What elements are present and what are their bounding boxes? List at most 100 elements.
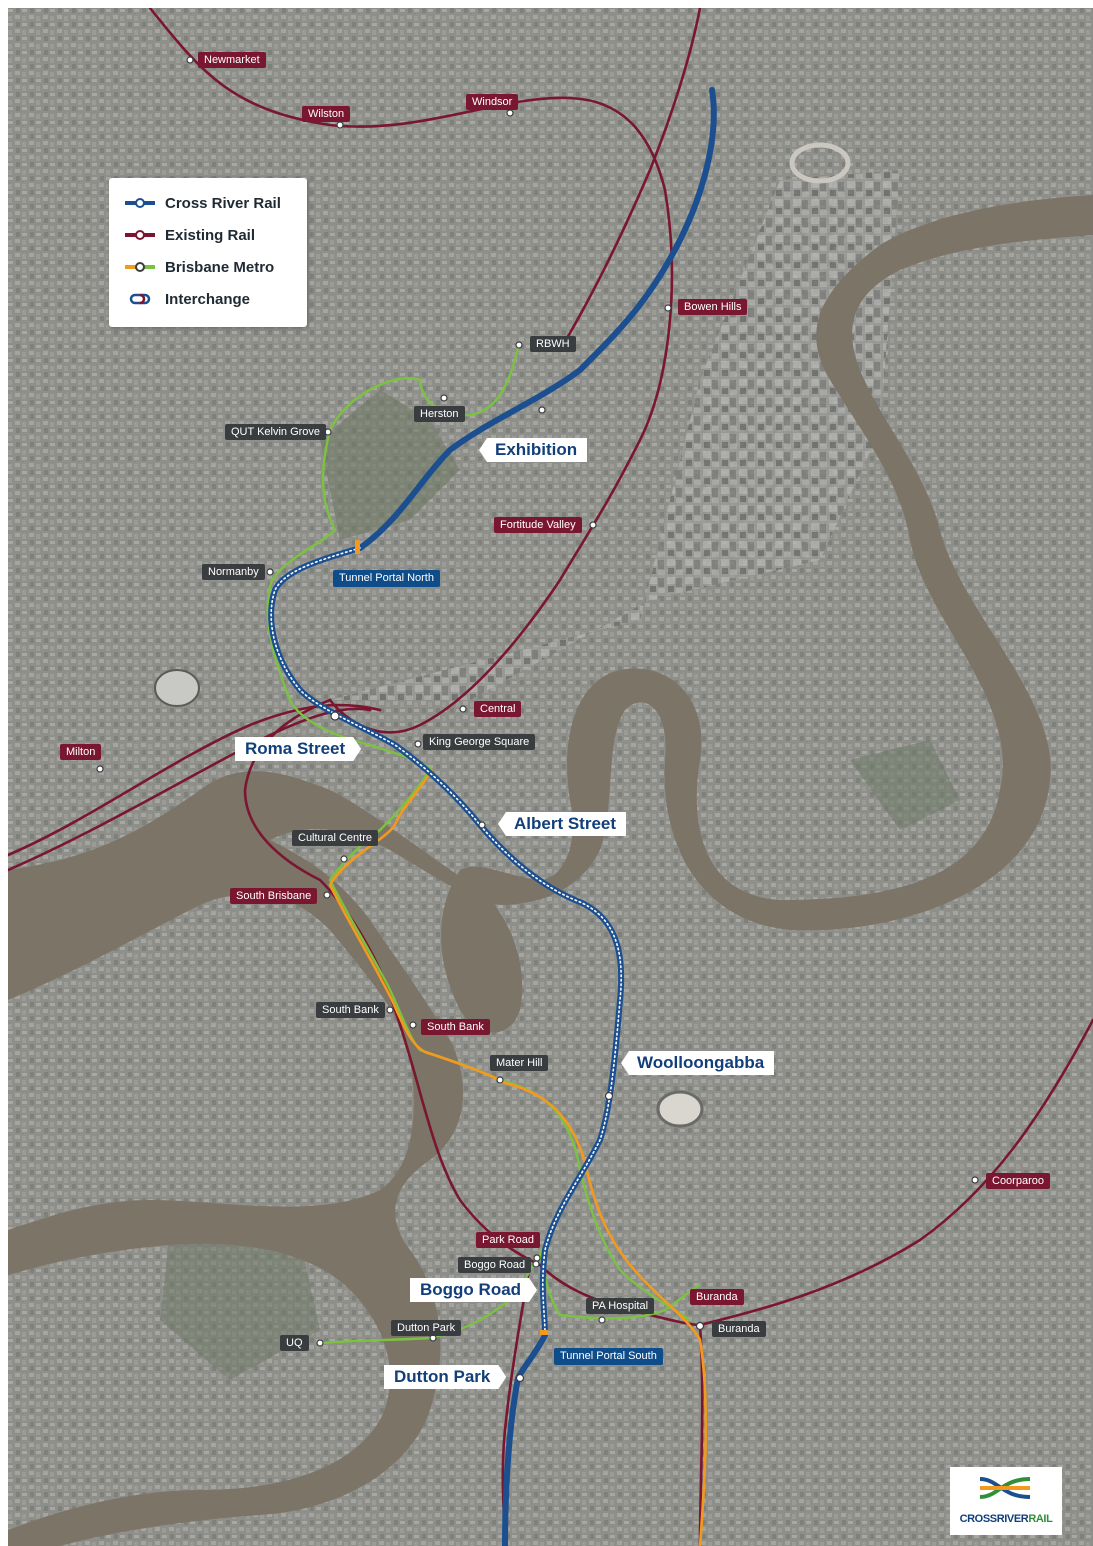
station-label-milton[interactable]: Milton bbox=[60, 744, 102, 760]
tunnel-portal-south-marker bbox=[540, 1330, 548, 1335]
legend-item-cross-river-rail: Cross River Rail bbox=[125, 193, 281, 213]
station-label-boggo-road[interactable]: Boggo Road bbox=[410, 1278, 537, 1302]
station-dot bbox=[96, 765, 104, 773]
station-label-buranda-rail[interactable]: Buranda bbox=[690, 1289, 744, 1305]
station-dot bbox=[409, 1021, 417, 1029]
tunnel-portal-north-marker bbox=[355, 540, 360, 554]
station-dot bbox=[538, 406, 546, 414]
station-dot bbox=[330, 711, 340, 721]
legend-item-existing-rail: Existing Rail bbox=[125, 225, 255, 245]
crr-surface-north bbox=[357, 87, 717, 551]
cross-river-rail-line bbox=[268, 87, 717, 1546]
logo-brand-main: CROSSRIVER bbox=[959, 1513, 1029, 1525]
gabba-stadium bbox=[656, 1090, 704, 1128]
crr-tunnel-dots bbox=[270, 547, 622, 1336]
legend-item-brisbane-metro: Brisbane Metro bbox=[125, 257, 274, 277]
station-label-albert-street[interactable]: Albert Street bbox=[498, 812, 627, 836]
station-label-pa-hospital[interactable]: PA Hospital bbox=[586, 1298, 655, 1314]
existing-rail-line bbox=[8, 703, 382, 857]
station-dot bbox=[316, 1339, 324, 1347]
station-label-south-brisbane[interactable]: South Brisbane bbox=[230, 888, 318, 904]
existing-rail-line bbox=[698, 1018, 1093, 1327]
existing-rail-line bbox=[148, 8, 674, 734]
cross-river-rail-logo: CROSSRIVERRAIL bbox=[950, 1467, 1062, 1535]
aerial-map[interactable] bbox=[8, 8, 1093, 1546]
station-label-newmarket[interactable]: Newmarket bbox=[198, 52, 266, 68]
station-dot bbox=[515, 341, 523, 349]
station-label-roma-street[interactable]: Roma Street bbox=[235, 737, 361, 761]
station-dot bbox=[604, 1091, 614, 1101]
station-label-woolloongabba[interactable]: Woolloongabba bbox=[621, 1051, 775, 1075]
station-label-uq[interactable]: UQ bbox=[280, 1335, 309, 1351]
station-dot bbox=[414, 740, 422, 748]
station-label-rbwh[interactable]: RBWH bbox=[530, 336, 576, 352]
suncorp-stadium bbox=[154, 669, 200, 707]
station-label-king-george-square[interactable]: King George Square bbox=[423, 734, 536, 750]
existing-rail-line bbox=[243, 698, 542, 1267]
legend-label: Existing Rail bbox=[165, 226, 256, 244]
station-label-dutton-park[interactable]: Dutton Park bbox=[384, 1365, 506, 1389]
station-label-herston[interactable]: Herston bbox=[414, 406, 465, 422]
station-dot bbox=[186, 56, 194, 64]
metro-green-line bbox=[538, 1249, 701, 1320]
station-label-wilston[interactable]: Wilston bbox=[302, 106, 351, 122]
tunnel-portal-north-label[interactable]: Tunnel Portal North bbox=[333, 570, 440, 587]
station-label-mater-hill[interactable]: Mater Hill bbox=[490, 1055, 549, 1071]
cbd-area bbox=[330, 170, 900, 700]
logo-brand-suffix: RAIL bbox=[1028, 1513, 1053, 1525]
station-label-coorparoo[interactable]: Coorparoo bbox=[986, 1173, 1050, 1189]
station-label-central[interactable]: Central bbox=[474, 701, 522, 717]
tunnel-portal-south-label[interactable]: Tunnel Portal South bbox=[554, 1348, 663, 1365]
station-dot bbox=[971, 1176, 979, 1184]
map-legend: Cross River Rail Existing Rail Brisbane … bbox=[109, 178, 307, 327]
legend-label: Brisbane Metro bbox=[165, 258, 275, 276]
logo-wordmark: CROSSRIVERRAIL bbox=[950, 1513, 1062, 1525]
station-label-windsor[interactable]: Windsor bbox=[466, 94, 519, 110]
station-label-dutton-park-metro[interactable]: Dutton Park bbox=[391, 1320, 462, 1336]
station-label-buranda-metro[interactable]: Buranda bbox=[712, 1321, 766, 1337]
station-dot bbox=[589, 521, 597, 529]
station-label-boggo-road-metro[interactable]: Boggo Road bbox=[458, 1257, 532, 1273]
brisbane-river bbox=[8, 195, 1093, 1546]
legend-label: Cross River Rail bbox=[165, 194, 281, 212]
station-dot bbox=[340, 855, 348, 863]
parkland bbox=[850, 740, 960, 830]
station-label-qut-kelvin-grove[interactable]: QUT Kelvin Grove bbox=[225, 424, 327, 440]
legend-item-interchange: Interchange bbox=[125, 289, 250, 309]
station-dot bbox=[266, 568, 274, 576]
station-dot bbox=[533, 1254, 541, 1262]
logo-mark-icon bbox=[979, 1477, 1031, 1499]
station-dot bbox=[515, 1373, 525, 1383]
station-dot bbox=[478, 821, 486, 829]
station-dot bbox=[532, 1260, 540, 1268]
station-dot bbox=[386, 1006, 394, 1014]
station-label-park-road[interactable]: Park Road bbox=[476, 1232, 540, 1248]
crr-surface-south bbox=[502, 1332, 548, 1546]
station-label-normanby[interactable]: Normanby bbox=[202, 564, 265, 580]
station-dot bbox=[440, 394, 448, 402]
station-label-south-bank-rail[interactable]: South Bank bbox=[421, 1019, 490, 1035]
station-label-exhibition[interactable]: Exhibition bbox=[479, 438, 588, 462]
station-dot bbox=[506, 109, 514, 117]
station-dot bbox=[459, 705, 467, 713]
station-dot bbox=[496, 1076, 504, 1084]
parkland bbox=[320, 390, 460, 540]
station-dot bbox=[336, 121, 344, 129]
existing-rail-line-icon bbox=[125, 230, 155, 240]
station-label-fortitude-valley[interactable]: Fortitude Valley bbox=[494, 517, 582, 533]
interchange-icon bbox=[129, 293, 151, 305]
legend-label: Interchange bbox=[165, 290, 251, 308]
station-label-south-bank-metro[interactable]: South Bank bbox=[316, 1002, 385, 1018]
station-label-bowen-hills[interactable]: Bowen Hills bbox=[678, 299, 748, 315]
station-dot bbox=[323, 891, 331, 899]
existing-rail-line bbox=[558, 8, 702, 352]
station-label-cultural-centre[interactable]: Cultural Centre bbox=[292, 830, 378, 846]
brisbane-metro-line-icon bbox=[125, 262, 155, 272]
station-dot bbox=[695, 1321, 705, 1331]
eagle-farm-racecourse bbox=[789, 142, 851, 184]
station-dot bbox=[598, 1316, 606, 1324]
station-dot bbox=[664, 304, 672, 312]
station-dots bbox=[96, 56, 979, 1383]
cross-river-rail-line-icon bbox=[125, 198, 155, 208]
